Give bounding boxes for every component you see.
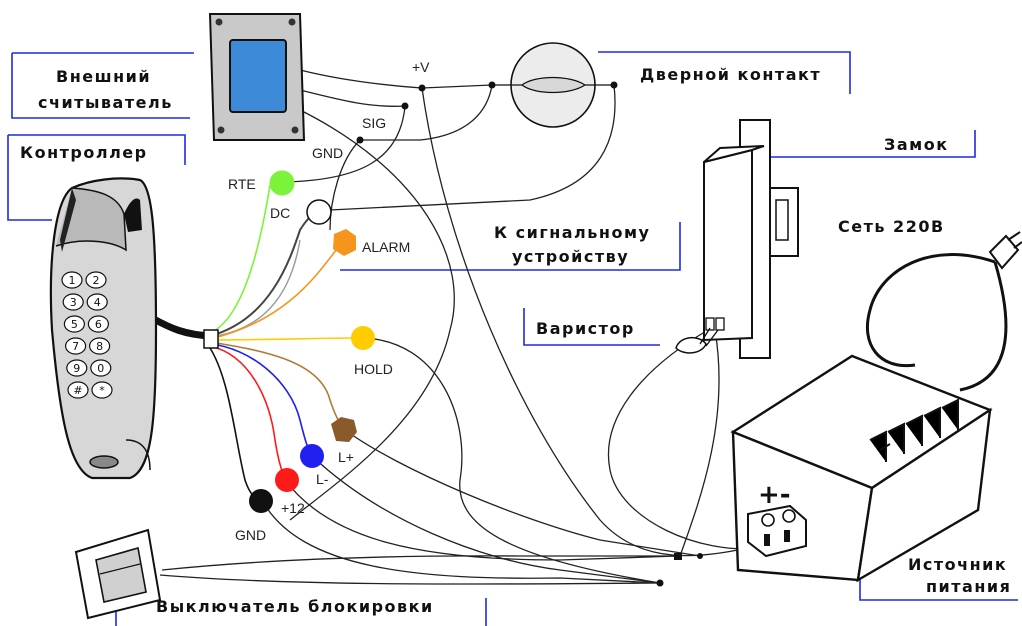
keypad-key-label: # [73,384,82,397]
keypad-key-shape [61,271,83,289]
keypad-key[interactable]: 5 [63,315,86,333]
keypad-key[interactable]: 0 [90,359,112,377]
keypad-key-shape [62,293,84,311]
keypad-key[interactable]: 8 [88,337,111,355]
wires [159,69,1008,587]
power-supply: +- [730,354,993,583]
keypad-key[interactable]: * [91,381,113,399]
dc-label: DC [270,205,290,221]
hold-terminal [351,326,375,350]
keypad-key-shape [85,271,107,289]
harness-wires [150,184,361,501]
rte-label: RTE [228,176,256,192]
power-supply-label-line1: Источник [908,555,1007,574]
alarm-terminal [333,229,356,256]
gnd-terminal [249,489,273,513]
keypad-key[interactable]: 2 [85,271,107,289]
keypad-key-shape [66,359,88,377]
keypad-key-label: 8 [96,340,103,353]
keypad-key-shape [63,315,86,333]
keypad-key-shape [67,381,89,399]
keypad-key-label: * [99,384,105,397]
external-reader [208,13,306,141]
lock-switch-device [74,528,162,620]
lock-device [675,119,799,359]
controller-device: 1 2 3 4 5 6 7 8 9 0 # * [49,177,158,480]
door-contact-label: Дверной контакт [640,65,821,84]
hold-label: HOLD [354,361,393,377]
reader-label-line2: считыватель [38,93,173,112]
terminals [249,170,375,513]
keypad-key-label: 6 [95,318,102,331]
sig-label: SIG [362,115,386,131]
keypad-key-label: 5 [71,318,78,331]
lock-label: Замок [884,135,949,154]
keypad-key-label: 9 [73,362,80,375]
device-labels: Внешний считыватель Контроллер Дверной к… [20,65,1011,616]
plus12-terminal [275,468,299,492]
keypad-key-label: 3 [70,296,77,309]
keypad: 1 2 3 4 5 6 7 8 9 0 # * [61,271,113,399]
psu-polarity-label: +- [758,480,791,510]
keypad-key-shape [87,315,110,333]
l-minus-terminal [300,444,324,468]
keypad-key-label: 1 [69,274,76,287]
keypad-key-shape [88,337,111,355]
l-plus-label: L+ [338,449,354,465]
controller-label: Контроллер [20,143,148,162]
mains-plug [988,231,1022,270]
varistor-label: Варистор [536,319,635,338]
reader-label-line1: Внешний [56,67,151,86]
rte-terminal [269,170,295,196]
keypad-key-shape [64,337,87,355]
dc-terminal [306,199,332,225]
reader-gnd-label: GND [312,145,343,161]
door-contact [492,42,614,128]
plus-v-label: +V [412,59,430,75]
keypad-key-label: 0 [97,362,104,375]
label-frames [7,51,1018,626]
signal-device-label-line1: К сигнальному [494,223,650,242]
gnd-label: GND [235,527,266,543]
alarm-label: ALARM [362,239,410,255]
power-supply-label-line2: питания [926,577,1011,596]
keypad-key[interactable]: # [67,381,89,399]
keypad-key-label: 4 [94,296,101,309]
keypad-key[interactable]: 4 [86,293,108,311]
mains-label: Сеть 220В [838,217,945,236]
keypad-key[interactable]: 6 [87,315,110,333]
keypad-key-label: 2 [93,274,100,287]
keypad-key-shape [91,381,113,399]
keypad-key[interactable]: 1 [61,271,83,289]
keypad-key[interactable]: 3 [62,293,84,311]
l-plus-terminal [331,417,357,442]
keypad-key[interactable]: 9 [66,359,88,377]
l-minus-label: L- [316,471,329,487]
plus12-label: +12 [281,500,305,516]
lock-switch-label: Выключатель блокировки [156,597,434,616]
signal-device-label-line2: устройству [512,247,629,266]
wire-labels: +V SIG GND RTE DC ALARM HOLD L+ L- +12 G… [228,59,430,543]
keypad-key-shape [86,293,108,311]
keypad-key[interactable]: 7 [64,337,87,355]
keypad-key-label: 7 [72,340,79,353]
keypad-key-shape [90,359,112,377]
